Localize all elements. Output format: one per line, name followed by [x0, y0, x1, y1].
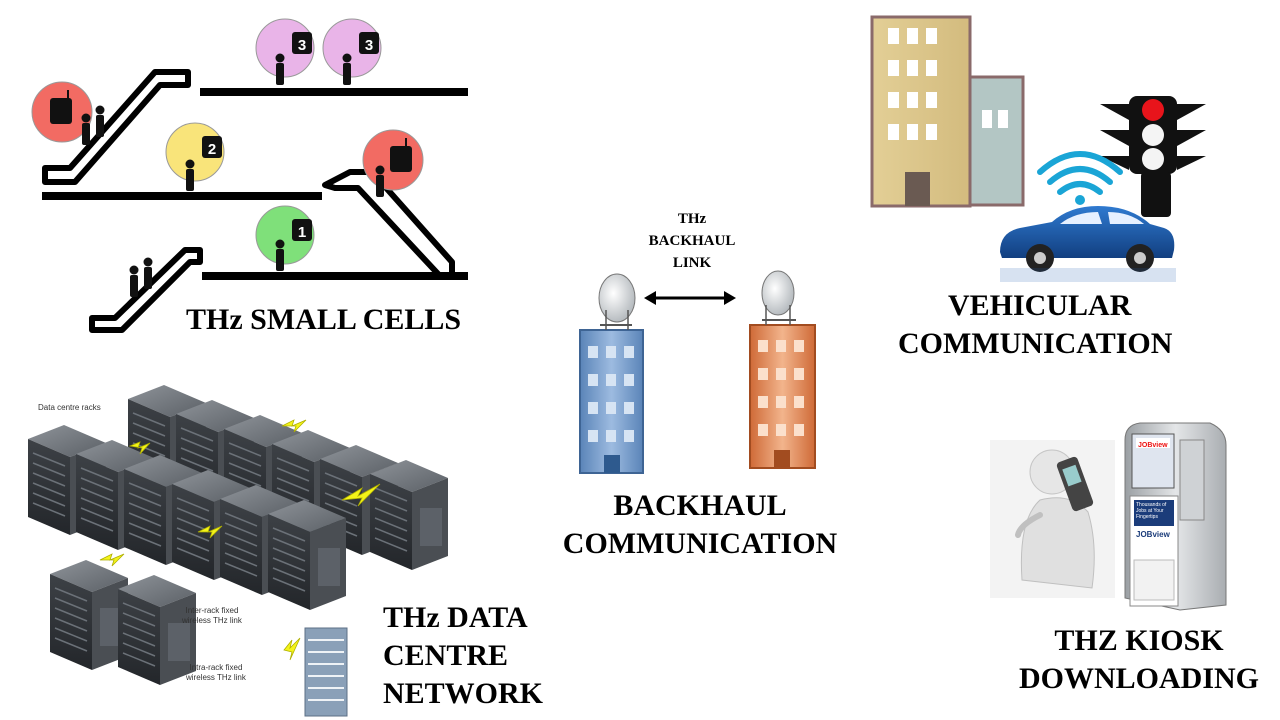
annotation-inter-rack: Inter-rack fixed wireless THz link — [182, 606, 242, 625]
label-backhaul-link: THz BACKHAUL LINK — [648, 211, 736, 271]
kiosk-illustration — [990, 420, 1228, 611]
label-kiosk: THZ KIOSK DOWNLOADING — [1018, 624, 1259, 695]
label-backhaul: BACKHAUL COMMUNICATION — [562, 489, 838, 560]
tier2-badge: 2 — [208, 141, 216, 158]
annotation-intra-rack: Intra-rack fixed wireless THz link — [186, 663, 246, 682]
data-centre-illustration — [27, 384, 449, 717]
small-cells-illustration: 3 3 2 1 — [31, 18, 468, 333]
tier3-badge-b: 3 — [365, 37, 373, 54]
tier1-badge: 1 — [298, 224, 306, 241]
kiosk-brand-bottom: JOBview — [1136, 530, 1170, 539]
tier3-badge-a: 3 — [298, 37, 306, 54]
vehicular-illustration — [870, 15, 1206, 282]
backhaul-illustration — [579, 270, 816, 474]
kiosk-tagline: Thousands of Jobs at Your Fingertips — [1136, 502, 1167, 520]
kiosk-brand-top: JOBview — [1138, 442, 1168, 449]
label-data-centre: THz DATA CENTRE NETWORK — [383, 601, 544, 710]
label-vehicular: VEHICULAR COMMUNICATION — [898, 289, 1173, 360]
annotation-racks: Data centre racks — [38, 403, 101, 412]
label-small-cells: THz SMALL CELLS — [186, 303, 462, 336]
